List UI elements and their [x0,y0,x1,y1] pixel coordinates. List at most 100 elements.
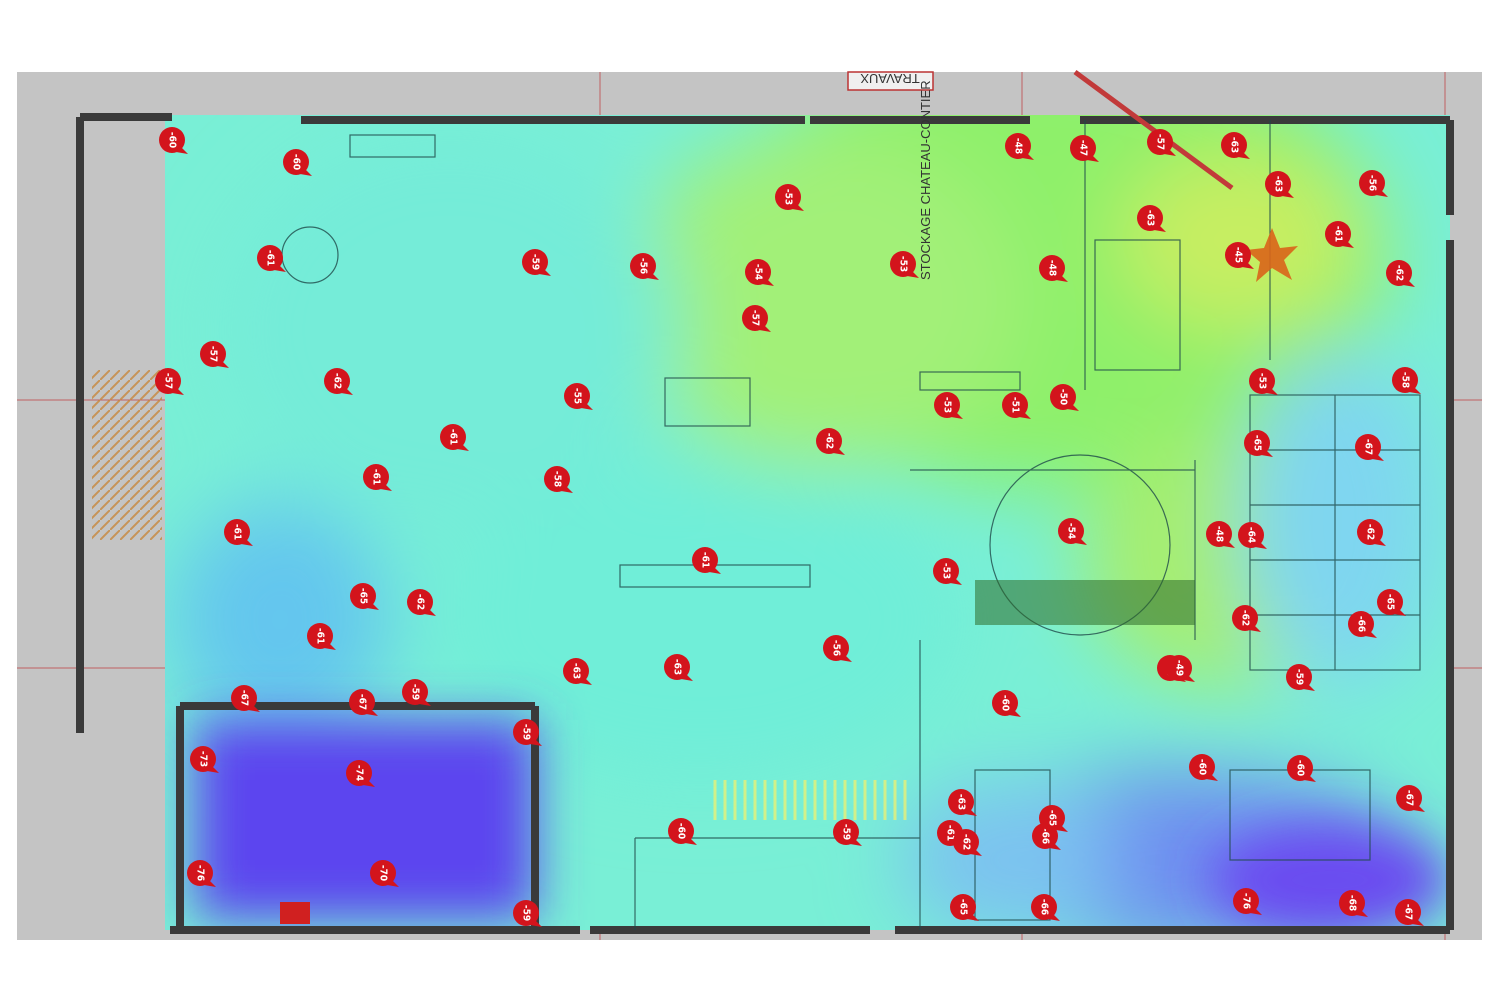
signal-pin[interactable]: -45 [1225,242,1254,269]
signal-pin[interactable]: -62 [407,589,436,616]
signal-pin[interactable]: -60 [1287,755,1316,782]
signal-pin[interactable]: -63 [1137,205,1166,232]
signal-pin[interactable]: -57 [155,368,184,395]
pin-value: -62 [415,594,426,610]
pin-value: -51 [1010,397,1021,413]
signal-pin[interactable]: -63 [563,658,592,685]
signal-pin[interactable]: -54 [1058,518,1087,545]
signal-pin[interactable]: -53 [775,184,804,211]
pin-marker [1265,171,1291,197]
signal-pin[interactable]: -47 [1070,135,1099,162]
signal-pin[interactable]: -59 [402,679,431,706]
signal-pin[interactable]: -59 [1286,664,1315,691]
signal-pin[interactable]: -60 [992,690,1021,717]
signal-pin[interactable]: -48 [1039,255,1068,282]
signal-pin[interactable]: -74 [346,760,375,787]
signal-pin[interactable]: -49 [1166,655,1195,682]
signal-pin[interactable]: -68 [1339,890,1368,917]
signal-pin[interactable]: -61 [224,519,253,546]
signal-pin[interactable]: -56 [823,635,852,662]
signal-pin[interactable]: -53 [933,558,962,585]
pin-tail [387,880,399,887]
signal-pin[interactable]: -67 [1396,785,1425,812]
signal-pin[interactable]: -61 [692,547,721,574]
pin-value: -64 [1246,527,1257,543]
signal-pin[interactable]: -48 [1206,521,1235,548]
signal-pin[interactable]: -62 [1232,605,1261,632]
signal-pin[interactable]: -65 [350,583,379,610]
signal-pin[interactable]: -51 [1002,392,1031,419]
pin-marker [668,818,694,844]
signal-pin[interactable]: -64 [1238,522,1267,549]
pin-marker [155,368,181,394]
pin-value: -56 [831,640,842,656]
signal-pin[interactable]: -53 [934,392,963,419]
signal-pin[interactable]: -48 [1005,133,1034,160]
signal-pin[interactable]: -60 [1189,754,1218,781]
pin-marker [1325,221,1351,247]
signal-pin[interactable]: -60 [283,149,312,176]
signal-pin[interactable]: -67 [1355,434,1384,461]
pin-marker [1039,805,1065,831]
signal-pin[interactable]: -65 [1244,430,1273,457]
signal-pin[interactable]: -65 [1377,589,1406,616]
signal-pin[interactable]: -67 [349,689,378,716]
pin-marker [953,829,979,855]
signal-pin[interactable]: -63 [948,789,977,816]
signal-pin[interactable]: -62 [816,428,845,455]
pin-marker [1348,611,1374,637]
signal-pin[interactable]: -59 [833,819,862,846]
pin-value: -53 [942,397,953,413]
interior-lines [281,120,1421,930]
signal-pin[interactable]: -60 [159,127,188,154]
signal-pin[interactable]: -57 [742,305,771,332]
signal-pin[interactable]: -59 [522,249,551,276]
signal-pin[interactable]: -57 [1147,129,1176,156]
signal-pin[interactable]: -60 [668,818,697,845]
pin-marker [440,424,466,450]
pin-value: -53 [941,563,952,579]
signal-pin[interactable]: -62 [1386,260,1415,287]
signal-pin[interactable]: -59 [513,719,542,746]
pin-marker [363,464,389,490]
signal-pin[interactable]: -67 [231,685,260,712]
signal-pin[interactable]: -66 [1348,611,1377,638]
pin-tail [324,643,336,650]
pin-tail [1087,155,1099,162]
signal-pin[interactable]: -63 [1265,171,1294,198]
signal-pin[interactable]: -73 [190,746,219,773]
signal-pin[interactable]: -76 [1233,888,1262,915]
signal-pin[interactable]: -53 [890,251,919,278]
signal-pin[interactable]: -63 [1221,132,1250,159]
signal-pin[interactable]: -62 [324,368,353,395]
signal-pin[interactable]: -67 [1395,899,1424,926]
signal-pin[interactable]: -61 [307,623,336,650]
pin-value: -48 [1047,260,1058,276]
signal-pin[interactable]: -53 [1249,368,1278,395]
signal-pin[interactable]: -61 [440,424,469,451]
signal-pin[interactable]: -76 [187,860,216,887]
signal-pin[interactable]: -58 [544,466,573,493]
signal-pin[interactable]: -70 [370,860,399,887]
signal-pin[interactable]: -56 [1359,170,1388,197]
signal-pin[interactable]: -58 [1392,367,1421,394]
pin-value: -47 [1078,140,1089,156]
signal-pin[interactable]: -62 [953,829,982,856]
signal-pin[interactable]: -50 [1050,384,1079,411]
signal-pin[interactable]: -65 [1039,805,1068,832]
signal-pin[interactable]: -56 [630,253,659,280]
signal-pin[interactable]: -61 [257,245,286,272]
signal-pin[interactable]: -61 [1325,221,1354,248]
signal-pin[interactable]: -61 [363,464,392,491]
pin-tail [1238,152,1250,159]
signal-pin[interactable]: -62 [1357,519,1386,546]
signal-pin[interactable]: -63 [664,654,693,681]
signal-pin[interactable]: -65 [950,894,979,921]
signal-pin[interactable]: -66 [1031,894,1060,921]
signal-pin[interactable]: -55 [564,383,593,410]
signal-pin[interactable]: -57 [200,341,229,368]
pin-value: -48 [1214,526,1225,542]
pin-value: -63 [956,794,967,810]
signal-pin[interactable]: -54 [745,259,774,286]
signal-pin[interactable]: -59 [513,900,542,927]
